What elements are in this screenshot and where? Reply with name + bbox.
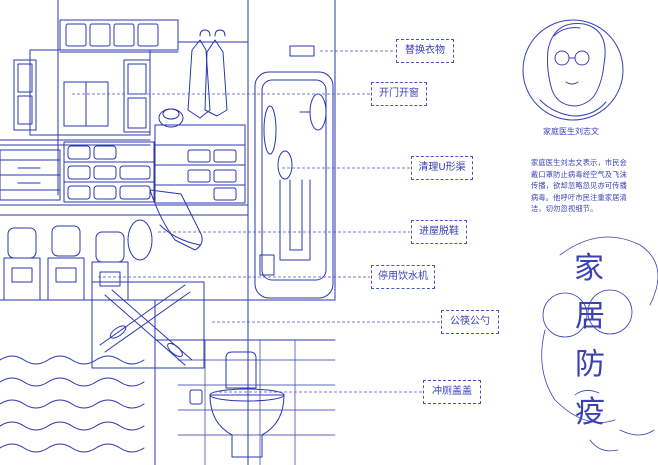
open-window <box>0 49 151 146</box>
water-dispensers <box>3 225 129 301</box>
drawers-left <box>0 149 61 201</box>
toilet <box>189 351 285 458</box>
portrait-description: 家庭医生刘志文表示，市民会戴口罩防止病毒经空气及飞沫传播，欲却忽略忽见亦可传播病… <box>531 158 628 213</box>
doctor-portrait <box>522 19 624 121</box>
storage-shelf <box>59 19 179 53</box>
title-char-4: 疫 <box>575 395 605 430</box>
shoe-cabinet <box>63 108 246 204</box>
label-shoes: 进屋脱鞋 <box>411 220 467 244</box>
tiled-wall <box>177 339 336 465</box>
title-char-2: 居 <box>575 299 605 334</box>
chopsticks-spoons <box>91 281 205 369</box>
water-waves <box>0 355 145 453</box>
label-window: 开门开窗 <box>371 82 427 106</box>
title-char-1: 家 <box>574 251 604 286</box>
label-chopsticks: 公筷公勺 <box>441 310 499 334</box>
drain-pipe <box>254 71 334 299</box>
label-drain: 清理U形渠 <box>411 156 473 180</box>
portrait-caption: 家庭医生刘志文 <box>543 127 599 136</box>
shoes <box>127 189 203 261</box>
clothes-box <box>289 45 315 57</box>
label-clothes: 替换衣物 <box>396 39 454 63</box>
label-toilet: 冲厕盖盖 <box>423 380 481 404</box>
title-face-sketch <box>541 236 658 452</box>
wardrobe-clothes <box>177 29 249 119</box>
label-water: 停用饮水机 <box>371 265 435 289</box>
title-char-3: 防 <box>575 347 605 382</box>
